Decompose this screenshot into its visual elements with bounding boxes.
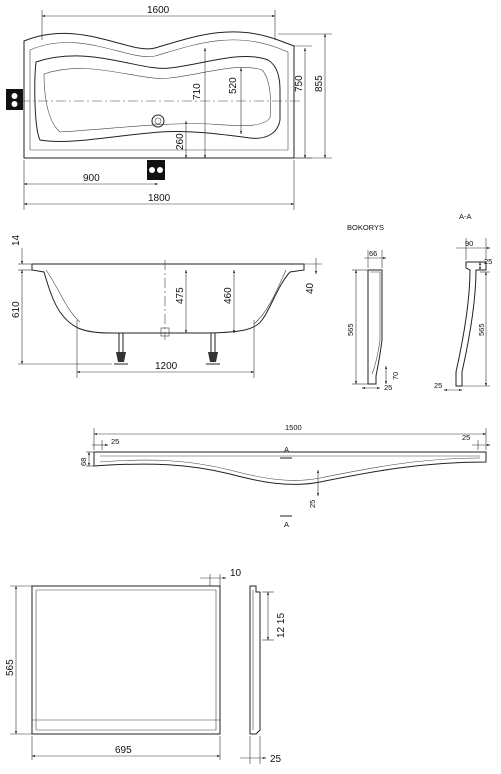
dim-750: 750 <box>294 75 305 92</box>
dim-40: 40 <box>305 282 316 294</box>
end-dim-695: 695 <box>115 745 132 756</box>
end-dim-12-15: 12 15 <box>276 613 287 638</box>
section-mark-top: A <box>284 445 289 454</box>
section-dim-565: 565 <box>477 323 486 336</box>
dim-610: 610 <box>11 301 22 318</box>
panel-dim-1500: 1500 <box>285 423 302 432</box>
dim-460: 460 <box>223 287 234 304</box>
dim-1800: 1800 <box>148 193 171 204</box>
side-dim-25: 25 <box>384 383 392 392</box>
dim-520: 520 <box>228 77 239 94</box>
end-dim-10: 10 <box>230 568 242 579</box>
front-view: 14 610 475 460 40 1200 <box>11 234 322 378</box>
section-dim-25-rim: 25 <box>484 257 492 266</box>
end-panel-outline <box>31 585 221 735</box>
dim-1200: 1200 <box>155 361 178 372</box>
end-dim-565: 565 <box>5 659 16 676</box>
front-panel-outline <box>93 451 487 485</box>
dim-855: 855 <box>314 75 325 92</box>
tub-ridge <box>43 67 272 133</box>
leg-right-icon <box>206 333 220 365</box>
side-view-title: BOKORYS <box>347 223 384 232</box>
dim-1600: 1600 <box>147 5 170 16</box>
section-view-title: A-A <box>459 212 472 221</box>
tub-basin <box>34 55 281 142</box>
tub-front-outline <box>31 263 305 334</box>
side-view: BOKORYS 66 565 70 25 <box>346 223 400 392</box>
dim-900: 900 <box>83 173 100 184</box>
tub-rim <box>29 39 289 151</box>
panel-dim-25-left: 25 <box>111 437 119 446</box>
tub-outline <box>23 31 295 159</box>
section-mark-bottom: A <box>284 520 289 529</box>
dim-260: 260 <box>175 133 186 150</box>
end-dim-25: 25 <box>270 754 282 765</box>
panel-dim-25-right: 25 <box>462 433 470 442</box>
dim-475: 475 <box>175 287 186 304</box>
top-view: 1600 710 520 750 855 260 900 1800 <box>6 5 332 210</box>
leg-left-icon <box>114 333 128 365</box>
section-dim-25-foot: 25 <box>434 381 442 390</box>
end-panel-view: 10 565 695 12 15 25 <box>5 568 287 765</box>
panel-dim-25-center: 25 <box>308 500 317 508</box>
panel-top-view: 1500 25 25 68 25 A A <box>79 423 491 529</box>
panel-dim-68: 68 <box>79 458 88 466</box>
dim-14: 14 <box>11 234 22 246</box>
side-dim-70: 70 <box>391 372 400 380</box>
drain-icon <box>151 114 165 128</box>
side-panel-profile <box>367 269 383 385</box>
fitting-left-icon <box>6 89 23 110</box>
section-dim-90: 90 <box>465 239 473 248</box>
side-dim-66: 66 <box>369 249 377 258</box>
side-dim-565: 565 <box>346 323 355 336</box>
section-view: A-A 90 25 565 25 <box>434 212 492 392</box>
fitting-bottom-icon <box>147 160 165 180</box>
end-panel-profile <box>249 585 261 735</box>
dim-710: 710 <box>192 83 203 100</box>
